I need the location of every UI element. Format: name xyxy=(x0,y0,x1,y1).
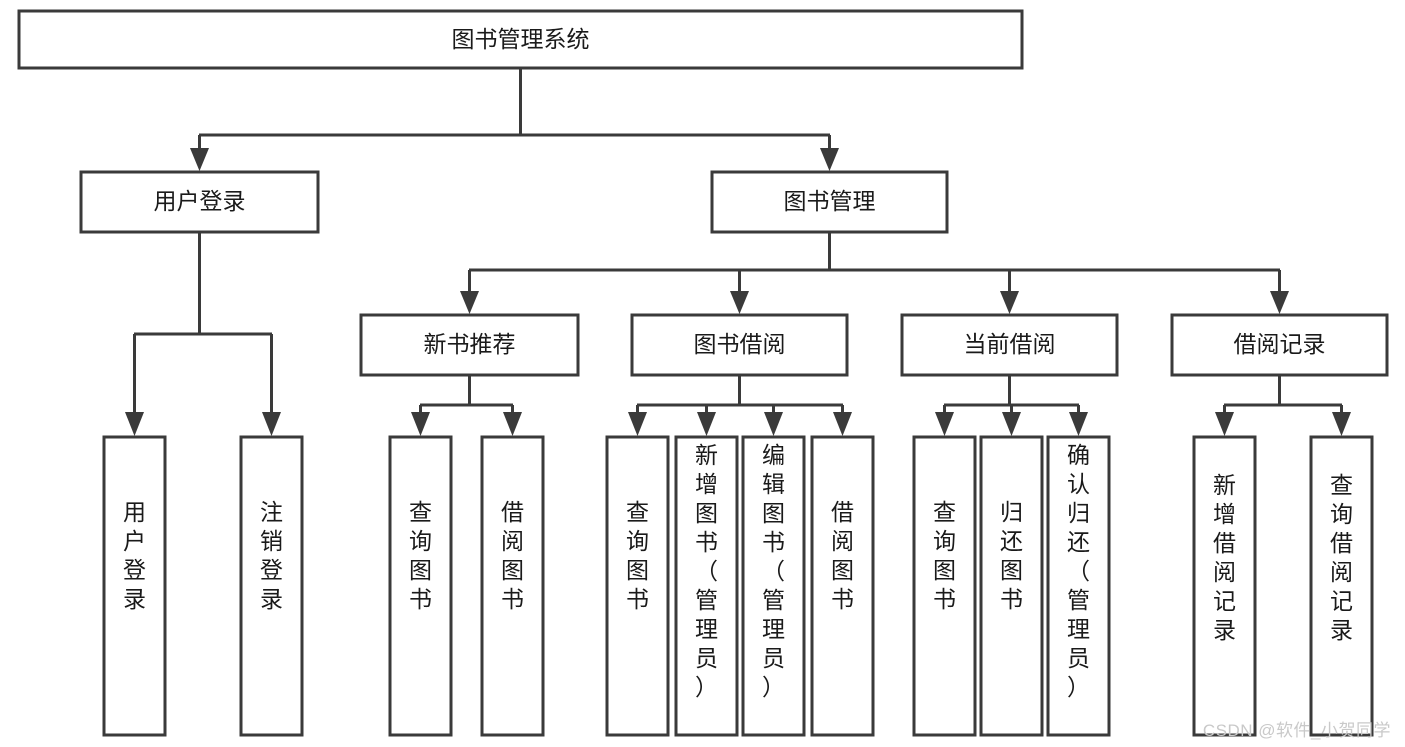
node-leaf-borrow-book-1-label: 借阅图书 xyxy=(501,499,524,612)
node-leaf-query-book-1-box[interactable] xyxy=(388,435,453,737)
node-leaf-query-book-2-label: 查询图书 xyxy=(626,499,649,612)
node-leaf-edit-book-label: 编辑图书（管理员） xyxy=(762,442,785,700)
node-leaf-logout-label: 注销登录 xyxy=(260,499,283,612)
node-borrow-record-label: 借阅记录 xyxy=(1234,331,1326,357)
node-leaf-add-book-label: 新增图书（管理员） xyxy=(695,442,718,700)
node-leaf-query-record[interactable]: 查询借阅记录 xyxy=(1309,435,1374,737)
node-leaf-query-book-3-label: 查询图书 xyxy=(933,499,956,612)
node-borrow-record-box[interactable] xyxy=(1170,313,1389,377)
node-leaf-edit-book-box[interactable] xyxy=(741,435,806,737)
node-root[interactable]: 图书管理系统 xyxy=(17,9,1024,70)
node-new-book-recommend-box[interactable] xyxy=(359,313,580,377)
node-leaf-logout[interactable]: 注销登录 xyxy=(239,435,304,737)
node-leaf-query-book-1-label: 查询图书 xyxy=(409,499,432,612)
node-leaf-query-book-1[interactable]: 查询图书 xyxy=(388,435,453,737)
arrow-head-leaf-return-book xyxy=(1002,412,1021,436)
node-leaf-add-record-box[interactable] xyxy=(1192,435,1257,737)
csdn-watermark: CSDN @软件_小贺同学 xyxy=(1202,721,1391,740)
node-leaf-borrow-book-2[interactable]: 借阅图书 xyxy=(810,435,875,737)
arrow-head-leaf-query-book-1 xyxy=(411,412,430,436)
node-book-borrow-label: 图书借阅 xyxy=(694,331,786,357)
connectors-group xyxy=(125,68,1351,436)
node-new-book-recommend-label: 新书推荐 xyxy=(424,331,516,357)
node-leaf-edit-book[interactable]: 编辑图书（管理员） xyxy=(741,435,806,737)
node-leaf-confirm-return[interactable]: 确认归还（管理员） xyxy=(1046,435,1111,737)
node-leaf-confirm-return-box[interactable] xyxy=(1046,435,1111,737)
node-user-login-box[interactable] xyxy=(79,170,320,234)
node-leaf-query-record-box[interactable] xyxy=(1309,435,1374,737)
node-leaf-user-login-label: 用户登录 xyxy=(123,499,146,612)
node-leaf-return-book-box[interactable] xyxy=(979,435,1044,737)
node-leaf-user-login[interactable]: 用户登录 xyxy=(102,435,167,737)
node-borrow-record[interactable]: 借阅记录 xyxy=(1170,313,1389,377)
node-leaf-confirm-return-label: 确认归还（管理员） xyxy=(1067,442,1090,700)
arrow-head-leaf-edit-book xyxy=(764,412,783,436)
arrow-head-leaf-query-book-2 xyxy=(628,412,647,436)
node-book-borrow-box[interactable] xyxy=(630,313,849,377)
arrow-head-new-book-recommend xyxy=(460,291,479,314)
node-leaf-borrow-book-2-box[interactable] xyxy=(810,435,875,737)
arrow-head-leaf-query-book-3 xyxy=(935,412,954,436)
arrow-head-leaf-borrow-book-1 xyxy=(503,412,522,436)
arrow-head-leaf-user-login xyxy=(125,412,144,436)
node-leaf-add-book[interactable]: 新增图书（管理员） xyxy=(674,435,739,737)
arrow-head-leaf-query-record xyxy=(1332,412,1351,436)
arrow-head-book-borrow xyxy=(730,291,749,314)
node-leaf-logout-box[interactable] xyxy=(239,435,304,737)
arrow-head-borrow-record xyxy=(1270,291,1289,314)
node-user-login-label: 用户登录 xyxy=(154,188,246,214)
arrow-head-leaf-logout xyxy=(262,412,281,436)
arrow-head-leaf-borrow-book-2 xyxy=(833,412,852,436)
node-book-borrow[interactable]: 图书借阅 xyxy=(630,313,849,377)
node-leaf-query-book-3-box[interactable] xyxy=(912,435,977,737)
node-current-borrow[interactable]: 当前借阅 xyxy=(900,313,1119,377)
node-leaf-query-book-2[interactable]: 查询图书 xyxy=(605,435,670,737)
node-book-management-label: 图书管理 xyxy=(784,188,876,214)
node-user-login[interactable]: 用户登录 xyxy=(79,170,320,234)
node-leaf-user-login-box[interactable] xyxy=(102,435,167,737)
arrow-head-leaf-confirm-return xyxy=(1069,412,1088,436)
node-current-borrow-box[interactable] xyxy=(900,313,1119,377)
node-leaf-borrow-book-2-label: 借阅图书 xyxy=(831,499,854,612)
node-book-management[interactable]: 图书管理 xyxy=(710,170,949,234)
node-leaf-add-book-box[interactable] xyxy=(674,435,739,737)
node-leaf-query-record-label: 查询借阅记录 xyxy=(1330,472,1353,643)
node-book-management-box[interactable] xyxy=(710,170,949,234)
arrow-head-current-borrow xyxy=(1000,291,1019,314)
node-leaf-query-book-3[interactable]: 查询图书 xyxy=(912,435,977,737)
node-leaf-return-book-label: 归还图书 xyxy=(1000,499,1023,612)
node-leaf-add-record-label: 新增借阅记录 xyxy=(1213,472,1236,643)
arrow-head-leaf-add-book xyxy=(697,412,716,436)
arrow-head-leaf-add-record xyxy=(1215,412,1234,436)
node-leaf-return-book[interactable]: 归还图书 xyxy=(979,435,1044,737)
node-leaf-borrow-book-1-box[interactable] xyxy=(480,435,545,737)
node-leaf-query-book-2-box[interactable] xyxy=(605,435,670,737)
node-root-label: 图书管理系统 xyxy=(452,26,590,52)
arrow-head-book-management xyxy=(820,148,839,171)
node-new-book-recommend[interactable]: 新书推荐 xyxy=(359,313,580,377)
node-leaf-add-record[interactable]: 新增借阅记录 xyxy=(1192,435,1257,737)
node-current-borrow-label: 当前借阅 xyxy=(964,331,1056,357)
node-leaf-borrow-book-1[interactable]: 借阅图书 xyxy=(480,435,545,737)
arrow-head-user-login xyxy=(190,148,209,171)
node-root-box[interactable] xyxy=(17,9,1024,70)
